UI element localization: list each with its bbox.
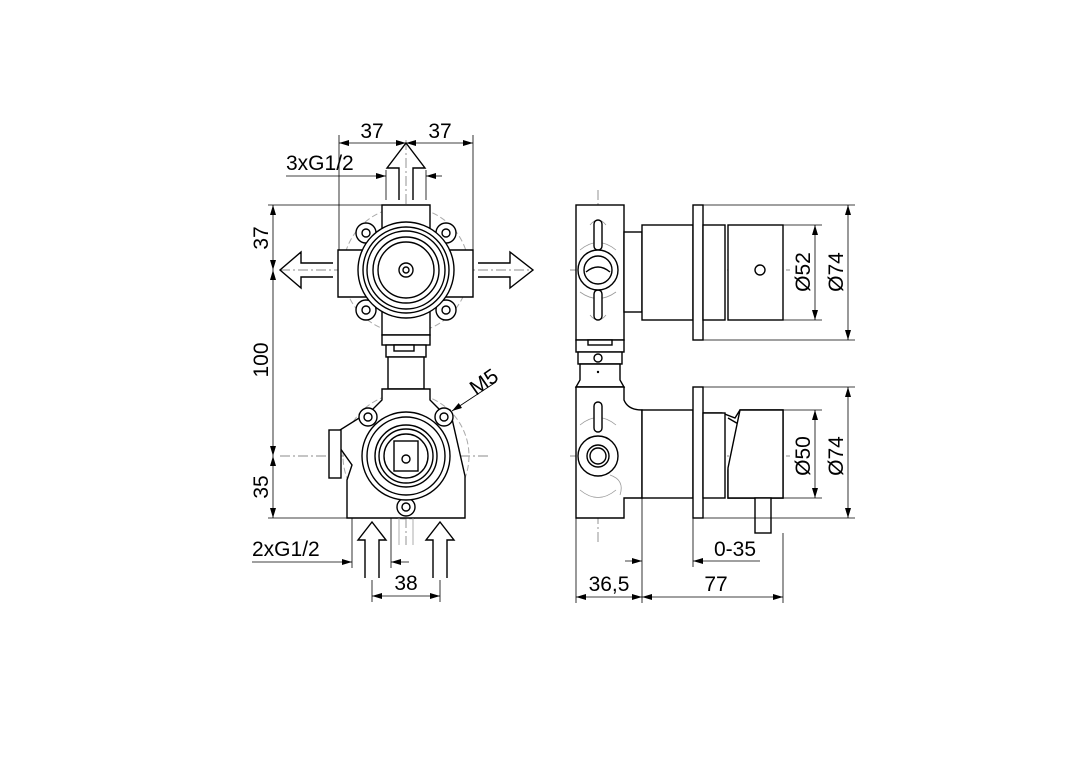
lever-stub (754, 497, 772, 534)
inlet-thread-label: 2xG1/2 (252, 538, 320, 561)
dim-left: 37 100 35 (250, 204, 382, 519)
outlet-arrow-right (478, 250, 535, 290)
upper-flange-diameter-label: Ø74 (825, 252, 848, 292)
dim-diameters: Ø52 Ø74 Ø50 Ø74 (703, 204, 855, 519)
side-view: Ø52 Ø74 Ø50 Ø74 0-35 36,5 77 (570, 190, 855, 603)
dim-top-left-label: 37 (360, 120, 383, 143)
dim-vertical-middle-label: 100 (250, 342, 273, 377)
front-view: 37 37 3xG1/2 37 100 35 M5 (250, 120, 535, 602)
dim-top-right-label: 37 (428, 120, 451, 143)
upper-trim (623, 204, 784, 341)
dim-top: 37 37 3xG1/2 (286, 120, 474, 250)
outlet-arrow-left (278, 250, 333, 290)
inlet-arrow-left (356, 520, 388, 578)
lower-valve-body (328, 388, 470, 545)
inlet-arrow-right (424, 520, 456, 578)
side-valve-body (574, 204, 643, 519)
body-depth-label: 36,5 (589, 573, 630, 596)
dim-vertical-bottom-label: 35 (250, 475, 273, 498)
mount-screw-label: M5 (466, 365, 503, 401)
lower-flange-diameter-label: Ø74 (825, 436, 848, 476)
adjust-range-label: 0-35 (714, 538, 756, 561)
lower-trim (641, 386, 784, 534)
dim-depths: 0-35 36,5 77 (575, 498, 784, 603)
connector-nipple (381, 334, 431, 390)
inlet-spacing-label: 38 (394, 572, 417, 595)
dim-bottom: 2xG1/2 38 (252, 518, 441, 602)
upper-knob-diameter-label: Ø52 (792, 252, 815, 292)
outlet-thread-label: 3xG1/2 (286, 152, 354, 175)
dim-vertical-top-label: 37 (250, 226, 273, 249)
upper-valve-body (337, 204, 474, 336)
lower-knob-diameter-label: Ø50 (792, 436, 815, 476)
trim-depth-label: 77 (704, 573, 727, 596)
m5-callout: M5 (451, 365, 503, 412)
